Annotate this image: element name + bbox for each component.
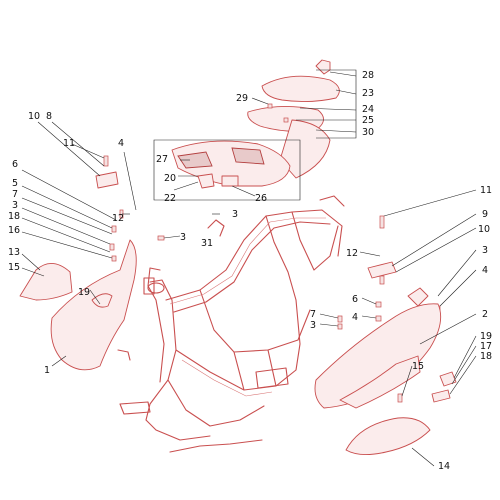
callout-16: 16 [8,225,20,236]
callout-4-left: 4 [118,138,124,149]
callout-24: 24 [362,104,374,115]
callout-3-centre-right: 3 [310,320,316,331]
right-footrest [337,215,441,330]
callout-28: 28 [362,70,374,81]
callout-labels: 28 23 29 24 25 30 27 20 22 26 10 8 11 4 … [8,70,492,472]
callout-19-left: 19 [78,287,90,298]
callout-20: 20 [164,173,176,184]
callout-10-left: 10 [28,111,40,122]
leader-lines [21,69,477,467]
callout-6-right: 6 [352,294,358,305]
callout-23: 23 [362,88,374,99]
callout-11-right: 11 [480,185,492,196]
callout-26: 26 [255,193,267,204]
callout-3-left: 3 [12,200,18,211]
callout-10-right: 10 [478,224,490,235]
callout-3-centre: 3 [232,209,238,220]
callout-9: 9 [482,209,488,220]
callout-1: 1 [44,365,50,376]
callout-11-left: 11 [63,138,75,149]
callout-14: 14 [438,461,450,472]
callout-12-right: 12 [346,248,358,259]
callout-6-left: 6 [12,159,18,170]
callout-17: 17 [480,341,492,352]
right-side-panel [314,287,457,455]
callout-18-right: 18 [480,351,492,362]
callout-2: 2 [482,309,488,320]
callout-3-right: 3 [482,245,488,256]
callout-4-right: 4 [482,265,488,276]
callout-15-left: 15 [8,262,20,273]
callout-19-right: 19 [480,331,492,342]
callout-12-left: 12 [112,213,124,224]
callout-8: 8 [46,111,52,122]
callout-29: 29 [236,93,248,104]
callout-27: 27 [156,154,168,165]
callout-31: 31 [201,238,213,249]
seat-assembly [171,59,340,189]
callout-4-centre: 4 [352,312,358,323]
callout-22: 22 [164,193,176,204]
callout-13: 13 [8,247,20,258]
callout-3-centre-left: 3 [180,232,186,243]
left-side-panel [19,239,137,371]
callout-25: 25 [362,115,374,126]
callout-18-left: 18 [8,211,20,222]
callout-7-left: 7 [12,189,18,200]
callout-5: 5 [12,178,18,189]
callout-7-centre: 7 [310,309,316,320]
main-frame [117,195,345,453]
callout-30: 30 [362,127,374,138]
callout-15-right: 15 [412,361,424,372]
